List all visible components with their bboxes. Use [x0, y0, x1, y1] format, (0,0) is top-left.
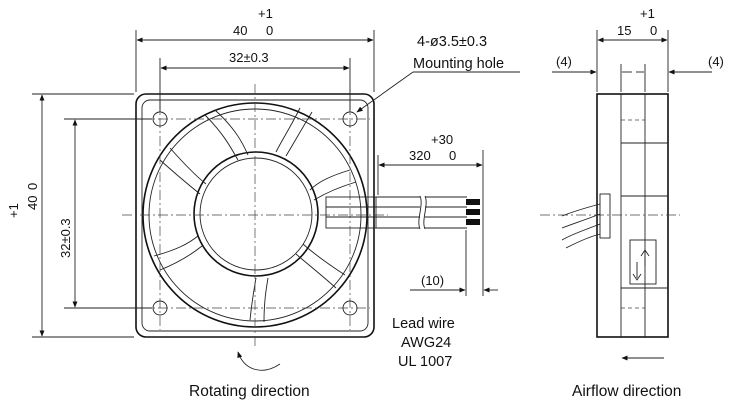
lead-wire-gauge: AWG24: [401, 335, 451, 351]
lead-length-tolerance: +30: [431, 132, 453, 147]
hole-label: Mounting hole: [413, 56, 504, 72]
width-nominal: 40: [233, 23, 247, 38]
lead-wires: [325, 195, 480, 230]
lead-wire-label: Lead wire: [392, 316, 455, 332]
flange-right: (4): [708, 54, 724, 69]
strip-length: (10): [421, 273, 444, 288]
wire-terminal: [466, 199, 480, 205]
width-lower: 0: [266, 23, 273, 38]
fan-hub-inner: [199, 157, 313, 271]
depth-nominal: 15: [617, 23, 631, 38]
depth-tolerance: +1: [640, 6, 655, 21]
rotation-arrow: [237, 351, 281, 371]
flange-left: (4): [556, 54, 572, 69]
hole-spec: 4-ø3.5±0.3: [417, 34, 487, 50]
side-body: [596, 93, 669, 338]
airflow-mark-icon: [632, 249, 650, 281]
lead-length-lower: 0: [449, 148, 456, 163]
height-tolerance: +1: [6, 203, 21, 218]
mount-pitch-vertical: 32±0.3: [58, 218, 73, 258]
front-view: +1 40 0 32±0.3 +1 40 0 32±0.3 4-ø3.5±0.3…: [6, 6, 520, 400]
airflow-caption: Airflow direction: [572, 383, 681, 400]
height-lower: 0: [25, 183, 40, 190]
side-lead-wires: [561, 193, 611, 249]
lead-wire-standard: UL 1007: [398, 354, 452, 370]
lead-length-nominal: 320: [409, 148, 431, 163]
wire-terminal: [466, 219, 480, 225]
depth-lower: 0: [650, 23, 657, 38]
fan-blades: [153, 107, 357, 323]
rotation-caption: Rotating direction: [189, 383, 310, 400]
height-nominal: 40: [25, 196, 40, 210]
fan-hub: [193, 151, 319, 277]
mount-pitch-horizontal: 32±0.3: [229, 50, 269, 65]
airflow-indicator: [629, 239, 657, 285]
wire-terminal: [466, 209, 480, 215]
width-tolerance: +1: [258, 6, 273, 21]
side-view: Airflow direction +1 15 0 (4) (4): [540, 6, 724, 400]
